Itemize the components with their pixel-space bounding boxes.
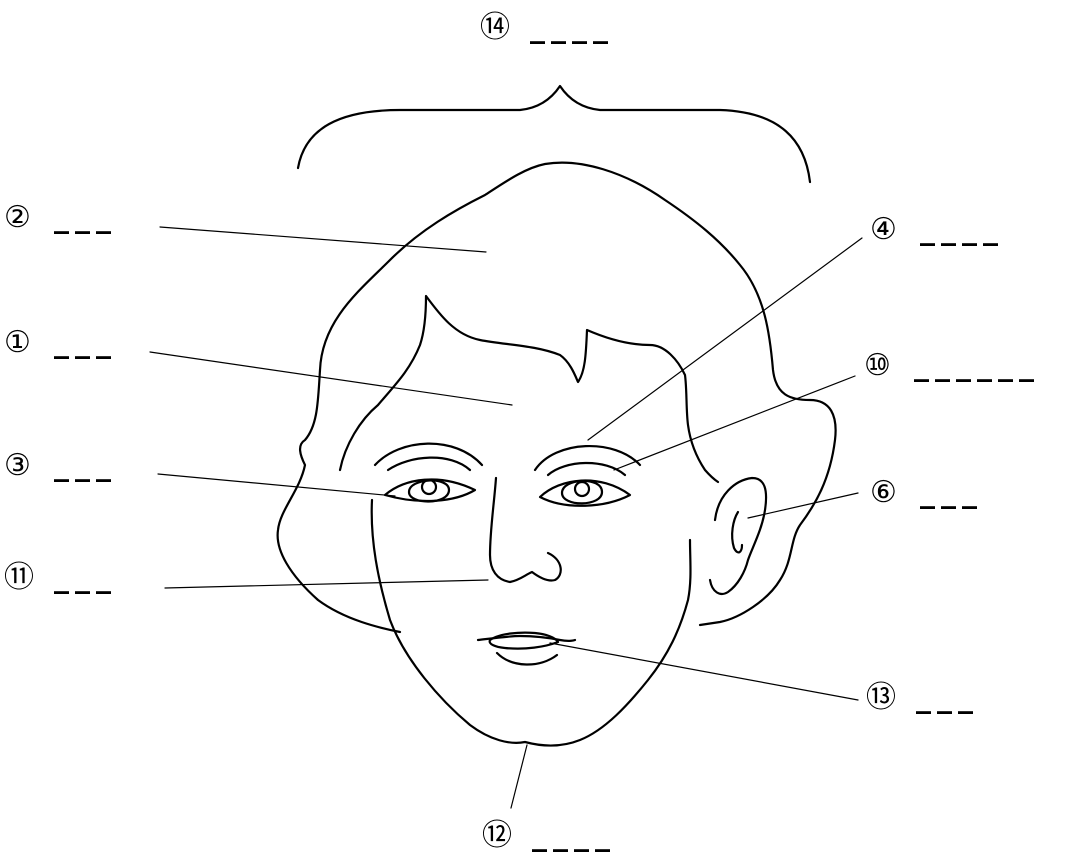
eyebrow-right-lower [548,463,625,475]
label-1: ① ___ [4,325,117,361]
leader-line-11 [165,580,488,588]
label-1-blank: ___ [54,325,117,361]
leader-line-2 [160,227,486,252]
label-11: ⑪ ___ [4,560,117,596]
face-contour [372,500,691,746]
label-3: ③ ___ [4,448,117,484]
label-2-blank: ___ [54,200,117,236]
hairline [340,296,718,482]
label-4-blank: ____ [920,212,1004,248]
eye-left-iris [409,480,449,501]
label-6: ⑥ ___ [870,475,983,511]
leader-line-12 [511,745,527,808]
eye-left [385,479,475,501]
label-2-number: ② [4,200,44,236]
eye-right-pupil [575,482,589,496]
ear-inner [732,512,742,552]
label-3-blank: ___ [54,448,117,484]
label-14-number: ⑭ [480,10,520,46]
label-2: ② ___ [4,200,117,236]
leader-line-10 [614,376,855,470]
ear [710,478,766,594]
label-14-blank: ____ [530,10,614,46]
label-14: ⑭ ____ [480,10,614,46]
hair-outline [278,163,836,632]
label-12-number: ⑫ [482,818,522,854]
label-11-blank: ___ [54,560,117,596]
label-11-number: ⑪ [4,560,44,596]
label-13: ⑬ ___ [866,680,979,716]
label-10-blank: ______ [914,348,1040,384]
leader-line-13 [550,643,858,700]
label-13-number: ⑬ [866,680,906,716]
eye-right [540,481,630,506]
leader-line-3 [158,474,395,496]
head-brace [298,86,810,182]
eyebrow-left-upper [375,444,482,465]
label-1-number: ① [4,325,44,361]
eye-right-iris [562,481,602,504]
label-12: ⑫ ____ [482,818,616,854]
label-6-number: ⑥ [870,475,910,511]
label-10: ⑩ ______ [864,348,1040,384]
label-3-number: ③ [4,448,44,484]
leader-line-4 [588,238,862,440]
nose-bridge [490,478,561,582]
label-6-blank: ___ [920,475,983,511]
eyebrow-left-lower [388,458,470,470]
leader-line-1 [150,352,512,405]
lower-lip [497,653,557,665]
label-4: ④ ____ [870,212,1004,248]
label-4-number: ④ [870,212,910,248]
eye-left-pupil [422,480,436,494]
label-13-blank: ___ [916,680,979,716]
label-10-number: ⑩ [864,348,904,384]
label-12-blank: ____ [532,818,616,854]
